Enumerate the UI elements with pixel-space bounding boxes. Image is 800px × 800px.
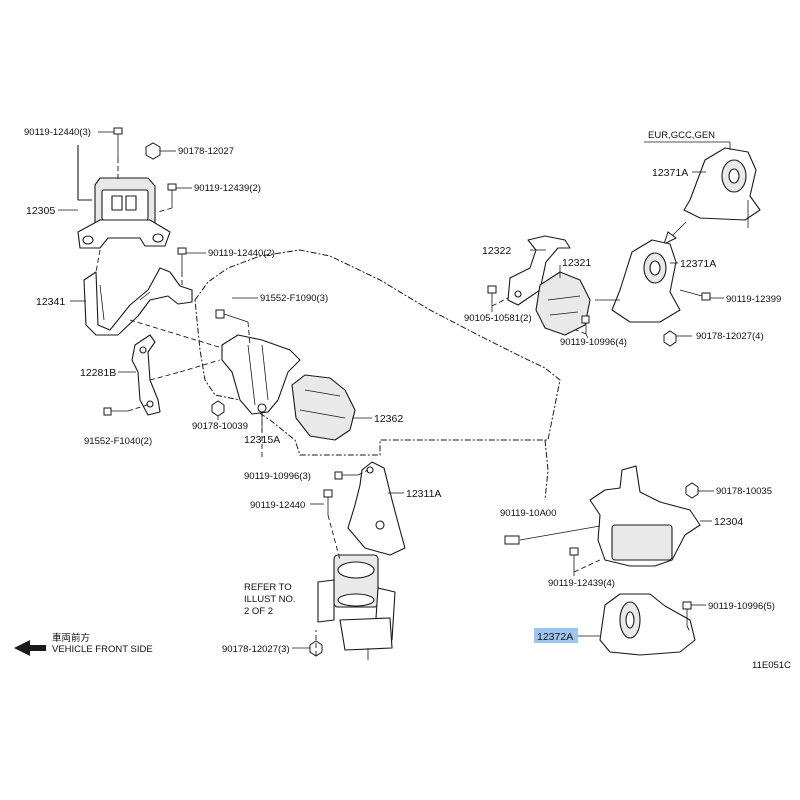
refer-note-line3: 2 OF 2 <box>244 606 273 617</box>
callout-12321[interactable]: 12321 <box>562 257 591 269</box>
bolt-icon <box>682 601 692 626</box>
diagram-code: 11E051C <box>752 660 791 671</box>
callout-12311A[interactable]: 12311A <box>406 488 441 500</box>
bolt-icon <box>334 471 358 480</box>
part-12362-cover[interactable] <box>291 374 356 441</box>
callout-90178-10035[interactable]: 90178-10035 <box>716 486 772 497</box>
callout-90178-12027[interactable]: 90178-12027 <box>178 146 234 157</box>
direction-indicator: 車両前方 VEHICLE FRONT SIDE <box>14 632 153 656</box>
refer-note-line2: ILLUST NO. <box>244 594 296 605</box>
callout-90119-12440-2[interactable]: 90119-12440(2) <box>208 248 275 259</box>
part-12371A-mount-eur[interactable] <box>683 147 761 228</box>
bolt-icon <box>167 183 177 208</box>
bolt-icon <box>215 309 249 323</box>
callout-12341[interactable]: 12341 <box>36 296 65 308</box>
callout-90119-12399[interactable]: 90119-12399 <box>726 294 781 305</box>
direction-label-en: VEHICLE FRONT SIDE <box>52 644 153 655</box>
callout-90178-10039[interactable]: 90178-10039 <box>192 421 248 432</box>
nut-icon <box>685 482 699 499</box>
arrow-down-icon <box>663 221 687 245</box>
callout-12281B[interactable]: 12281B <box>80 367 116 379</box>
bolt-icon <box>177 247 187 272</box>
part-12304-mount[interactable] <box>504 465 701 567</box>
callout-90119-10996-5[interactable]: 90119-10996(5) <box>708 601 775 612</box>
nut-icon <box>663 330 677 347</box>
callout-90119-12440[interactable]: 90119-12440 <box>250 500 305 511</box>
callout-90119-12440-3[interactable]: 90119-12440(3) <box>24 127 91 138</box>
callout-90105-10581-2[interactable]: 90105-10581(2) <box>464 313 532 324</box>
callout-90119-10996-3[interactable]: 90119-10996(3) <box>244 471 311 482</box>
callout-91552-F1040-2[interactable]: 91552-F1040(2) <box>84 436 152 447</box>
part-12305-mount[interactable] <box>77 145 171 249</box>
callout-12322[interactable]: 12322 <box>482 245 511 257</box>
part-12341-bracket[interactable] <box>83 267 193 336</box>
callout-90119-12439-2[interactable]: 90119-12439(2) <box>194 183 261 194</box>
refer-note: REFER TO ILLUST NO. 2 OF 2 <box>244 582 296 617</box>
bolt-icon <box>323 489 333 515</box>
callout-12362[interactable]: 12362 <box>374 413 403 425</box>
callout-12304[interactable]: 12304 <box>714 516 743 528</box>
nut-icon <box>309 640 323 657</box>
region-note: EUR,GCC,GEN <box>648 130 715 141</box>
leader-lines <box>58 131 731 649</box>
callout-labels: 90119-12440(3) 90178-12027 90119-12439(2… <box>24 127 781 655</box>
callout-90178-12027-3[interactable]: 90178-12027(3) <box>222 644 290 655</box>
highlight-box <box>534 628 578 643</box>
part-12311A-bracket[interactable] <box>347 461 406 556</box>
callout-12371A[interactable]: 12371A <box>680 258 716 270</box>
part-12315A-bracket[interactable] <box>221 334 301 415</box>
engine-mount-center[interactable] <box>317 554 396 660</box>
arrow-left-icon <box>14 640 46 656</box>
part-12372A-mount[interactable] <box>599 593 696 656</box>
callout-12315A[interactable]: 12315A <box>244 434 280 446</box>
callout-12372A[interactable]: 12372A <box>537 631 573 643</box>
bolt-icon <box>569 547 579 572</box>
part-12281B-hanger[interactable] <box>131 334 161 416</box>
callout-12305[interactable]: 12305 <box>26 205 55 217</box>
bolt-icon <box>581 315 590 334</box>
part-12371A-mount[interactable] <box>595 239 681 323</box>
direction-label-ja: 車両前方 <box>52 632 90 644</box>
callout-90119-10A00[interactable]: 90119-10A00 <box>500 508 556 519</box>
nut-icon <box>145 142 161 160</box>
part-12321-bracket[interactable] <box>535 271 591 336</box>
callout-12371A-eur[interactable]: 12371A <box>652 167 688 179</box>
bolt-icon <box>103 407 128 416</box>
refer-note-line1: REFER TO <box>244 582 292 593</box>
bolt-icon <box>679 289 711 301</box>
callout-90119-10996-4[interactable]: 90119-10996(4) <box>560 337 627 348</box>
callout-90178-12027-4[interactable]: 90178-12027(4) <box>696 331 764 342</box>
bolt-icon <box>113 127 123 158</box>
callout-91552-F1090-3[interactable]: 91552-F1090(3) <box>260 293 328 304</box>
connector-lines <box>95 158 691 656</box>
callout-90119-12439-4[interactable]: 90119-12439(4) <box>548 578 615 589</box>
bolt-icon <box>487 285 497 306</box>
nut-icon <box>211 400 225 417</box>
